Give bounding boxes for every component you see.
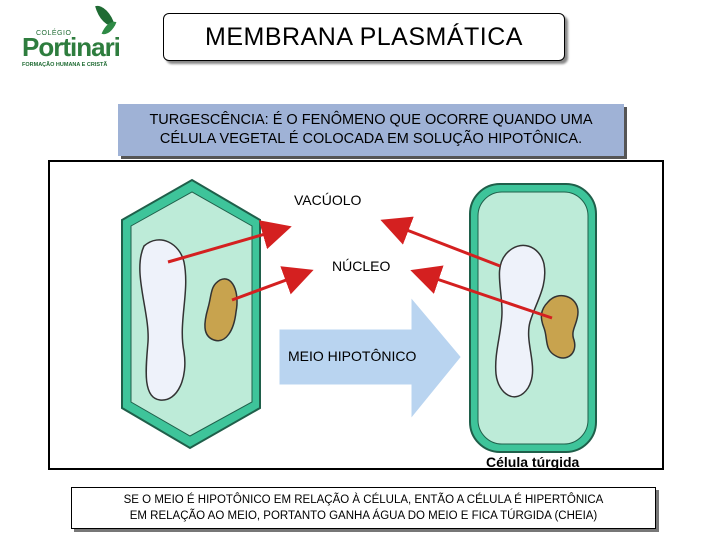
page-title: MEMBRANA PLASMÁTICA	[205, 22, 523, 51]
diagram-svg	[121, 178, 597, 453]
conclusion-line-1: SE O MEIO É HIPOTÔNICO EM RELAÇÃO À CÉLU…	[123, 494, 604, 506]
arrow-nucleus-right	[410, 265, 553, 320]
title-box: MEMBRANA PLASMÁTICA	[163, 13, 565, 61]
intro-box: TURGESCÊNCIA: É O FENÔMENO QUE OCORRE QU…	[118, 104, 624, 156]
intro-line-1: TURGESCÊNCIA: É O FENÔMENO QUE OCORRE QU…	[149, 112, 593, 128]
right-nucleus	[540, 294, 579, 359]
left-vacuole	[139, 239, 187, 401]
school-logo: COLÉGIO Portinari FORMAÇÃO HUMANA E CRIS…	[20, 2, 121, 72]
medium-arrow	[279, 298, 461, 418]
caption-turgid-cell: Célula túrgida	[486, 454, 580, 470]
conclusion-line-2: EM RELAÇÃO AO MEIO, PORTANTO GANHA ÁGUA …	[129, 510, 598, 522]
arrow-vacuole-left	[167, 220, 292, 264]
label-medium: MEIO HIPOTÔNICO	[288, 348, 417, 364]
left-nucleus	[204, 278, 238, 342]
arrow-vacuole-right	[380, 216, 501, 268]
logo-name: Portinari	[22, 32, 121, 62]
logo-tagline: FORMAÇÃO HUMANA E CRISTÃ	[22, 62, 108, 68]
intro-line-2: CÉLULA VEGETAL É COLOCADA EM SOLUÇÃO HIP…	[159, 131, 583, 147]
right-vacuole	[494, 244, 546, 398]
conclusion-box: SE O MEIO É HIPOTÔNICO EM RELAÇÃO À CÉLU…	[71, 487, 656, 529]
label-nucleus: NÚCLEO	[330, 258, 393, 274]
logo-small-text: COLÉGIO	[36, 30, 72, 37]
turgescence-diagram: VACÚOLO NÚCLEO MEIO HIPOTÔNICO Célula tú…	[48, 160, 664, 470]
label-vacuole: VACÚOLO	[292, 192, 364, 208]
arrow-nucleus-left	[231, 266, 314, 302]
